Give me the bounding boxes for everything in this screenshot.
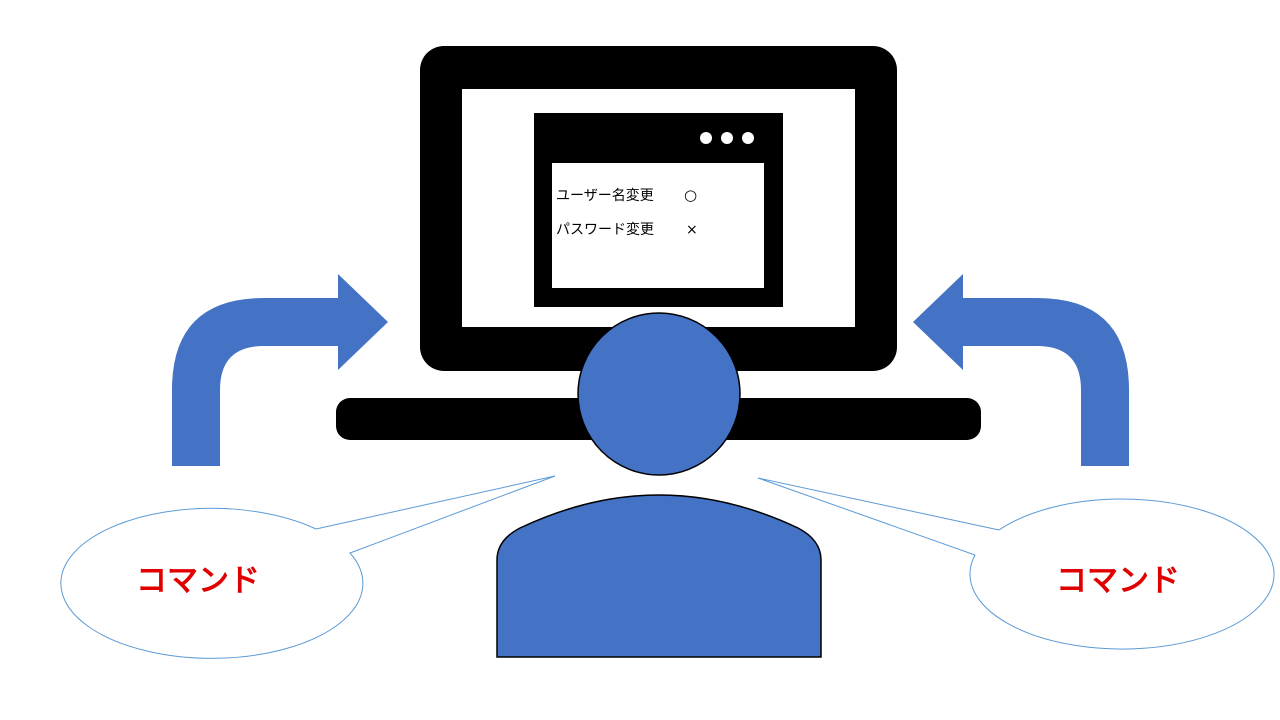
command-label: コマンド — [136, 563, 260, 599]
setting-row-status: ○ — [684, 186, 697, 204]
speech-bubble-left: コマンド — [60, 475, 556, 659]
command-label: コマンド — [1056, 563, 1180, 599]
speech-bubble-right: コマンド — [757, 477, 1275, 650]
setting-row-status: × — [686, 222, 698, 238]
three-dots-icon — [700, 132, 754, 144]
app-window-content — [552, 163, 764, 288]
user-head — [577, 312, 741, 476]
app-window: ユーザー名変更 ○ パスワード変更 × — [534, 113, 783, 307]
speech-bubble-right-shape — [757, 477, 1275, 650]
setting-row-label: ユーザー名変更 — [556, 187, 654, 204]
speech-bubble-left-shape — [60, 475, 556, 659]
user-icon — [496, 312, 822, 658]
arrow-right-icon — [172, 274, 388, 466]
user-body — [496, 494, 822, 658]
setting-row-label: パスワード変更 — [556, 221, 654, 238]
arrow-left-icon — [913, 274, 1129, 466]
